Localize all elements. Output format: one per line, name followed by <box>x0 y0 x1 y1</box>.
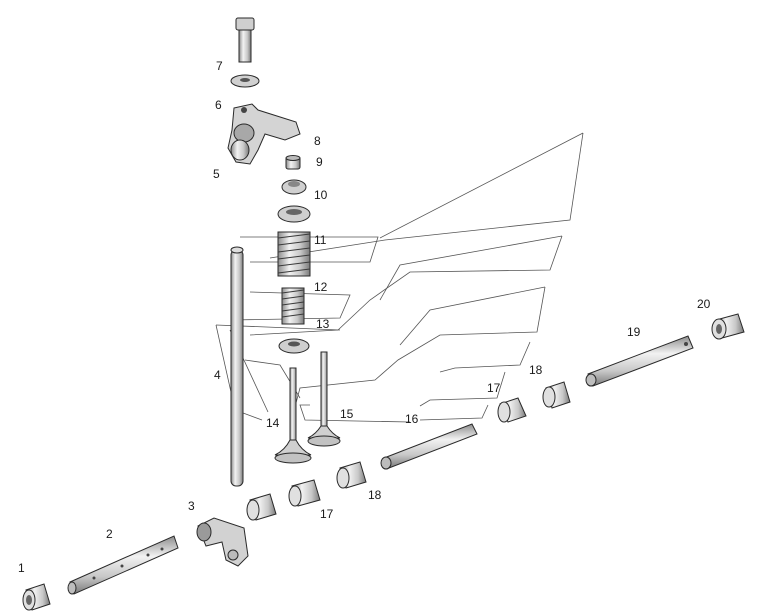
callout-18-lower: 18 <box>368 488 382 502</box>
plug-part-1 <box>22 583 51 611</box>
callout-labels: 1 2 3 4 5 6 7 8 9 10 11 12 13 14 15 16 1… <box>18 59 711 575</box>
spring-retainer-part-10 <box>281 179 307 195</box>
push-rod-part-4 <box>230 246 244 487</box>
rocker-arm-part-8 <box>227 103 301 165</box>
shaft-part-19 <box>585 335 694 387</box>
guide-outline <box>215 132 584 423</box>
callout-12: 12 <box>314 280 328 294</box>
callout-13: 13 <box>316 317 330 331</box>
rocker-shaft-part-16 <box>380 423 478 470</box>
valve-cap-part-9 <box>285 155 301 170</box>
callout-18-upper: 18 <box>529 363 543 377</box>
callout-20: 20 <box>697 297 711 311</box>
bushing-part-18-upper <box>542 381 571 409</box>
callout-5: 5 <box>213 167 220 181</box>
callout-19: 19 <box>627 325 641 339</box>
callout-4: 4 <box>214 368 221 382</box>
callout-7: 7 <box>216 59 223 73</box>
callout-14: 14 <box>266 416 280 430</box>
callout-9: 9 <box>316 155 323 169</box>
shaft-part-2 <box>67 535 179 595</box>
inner-spring-part-12 <box>281 287 305 325</box>
callout-16: 16 <box>405 412 419 426</box>
callout-11: 11 <box>314 233 327 247</box>
bolt-part-7 <box>235 17 255 63</box>
callout-3: 3 <box>188 499 195 513</box>
callout-6: 6 <box>215 98 222 112</box>
callout-17-lower: 17 <box>320 507 334 521</box>
callout-17-upper: 17 <box>487 381 501 395</box>
callout-2: 2 <box>106 527 113 541</box>
outer-spring-part-11 <box>277 231 311 277</box>
bushing-part-18-lower <box>336 461 367 489</box>
spring-seat-upper <box>277 205 311 223</box>
callout-15: 15 <box>340 407 354 421</box>
bushing-part-17-upper <box>497 397 527 423</box>
bushing-part-17-lower-b <box>288 479 321 507</box>
washer-part-6 <box>230 74 260 88</box>
callout-10: 10 <box>314 188 328 202</box>
rocker-bracket-part-3 <box>196 517 249 567</box>
bushing-part-17-lower-a <box>246 493 277 521</box>
callout-1: 1 <box>18 561 25 575</box>
valve-part-15 <box>307 351 341 447</box>
spring-seat-lower <box>278 338 310 354</box>
callout-8: 8 <box>314 134 321 148</box>
valve-part-14 <box>274 367 312 464</box>
plug-part-20 <box>711 313 745 340</box>
